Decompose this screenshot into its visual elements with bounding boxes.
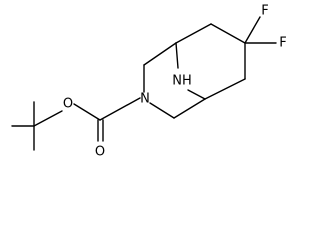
- molecule-structure: F F NH N O O: [11, 4, 287, 160]
- bond-ch2-bottom-to-bridgehead-bottom: [173, 98, 206, 119]
- bond-ch2-to-cf2: [210, 23, 246, 44]
- atom-label-carbonyl-oxygen: O: [95, 145, 105, 160]
- bond-oxygen-to-carbonyl: [73, 103, 101, 121]
- bond-carbonyl-to-n: [99, 97, 141, 121]
- bond-n-to-ch2-bottom: [149, 102, 175, 119]
- atom-label-fluorine-right: F: [279, 36, 286, 51]
- atom-label-fluorine-top: F: [261, 4, 268, 19]
- atom-label-nh: NH: [172, 74, 192, 89]
- bond-bridgehead-top-to-nh: [175, 42, 179, 69]
- bond-tbu-to-oxygen: [33, 110, 63, 127]
- bond-ch2-to-bridgehead-bottom: [204, 78, 246, 100]
- atom-label-ester-oxygen: O: [63, 97, 73, 112]
- bond-ch2-top-to-bridgehead-top: [143, 42, 177, 66]
- bond-bridgehead-top-to-ch2: [175, 23, 212, 44]
- atom-label-nitrogen: N: [140, 92, 150, 107]
- bond-c-f-top: [244, 16, 261, 44]
- bond-nh-to-bridgehead-bottom: [187, 89, 206, 100]
- structure-canvas: F F NH N O O: [11, 3, 287, 160]
